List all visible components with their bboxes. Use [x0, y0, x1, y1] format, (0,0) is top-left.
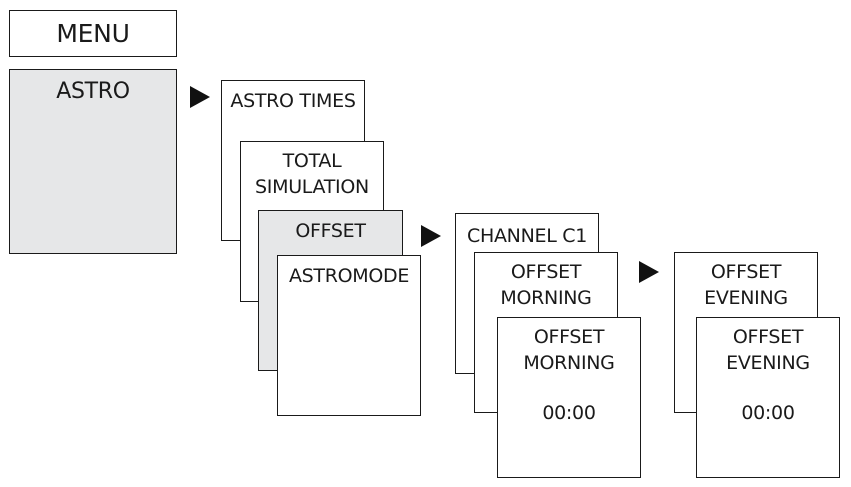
offset-morning-tab-label: OFFSET MORNING: [500, 261, 592, 309]
astro-times-label: ASTRO TIMES: [230, 90, 356, 112]
offset-evening-value: 00:00: [741, 402, 795, 424]
channel-label: CHANNEL C1: [467, 225, 587, 247]
offset-morning-title: OFFSET MORNING: [523, 326, 615, 374]
arrow-right-icon: [421, 225, 441, 247]
arrow-right-icon: [639, 261, 659, 283]
offset-evening-detail-card[interactable]: OFFSET EVENING 00:00: [696, 317, 840, 478]
astromode-card[interactable]: ASTROMODE: [277, 255, 421, 416]
astro-label: ASTRO: [56, 79, 130, 104]
arrow-right-icon: [190, 86, 210, 108]
offset-evening-tab-label: OFFSET EVENING: [704, 261, 788, 309]
offset-morning-detail-card[interactable]: OFFSET MORNING 00:00: [497, 317, 641, 478]
astromode-label: ASTROMODE: [288, 265, 410, 287]
menu-box: MENU: [9, 10, 177, 57]
menu-title: MENU: [56, 19, 130, 48]
offset-label: OFFSET: [295, 220, 366, 242]
offset-morning-value: 00:00: [542, 402, 596, 424]
offset-evening-title: OFFSET EVENING: [726, 326, 810, 374]
total-simulation-label: TOTAL SIMULATION: [255, 150, 369, 198]
astro-menu-item[interactable]: ASTRO: [9, 69, 177, 254]
